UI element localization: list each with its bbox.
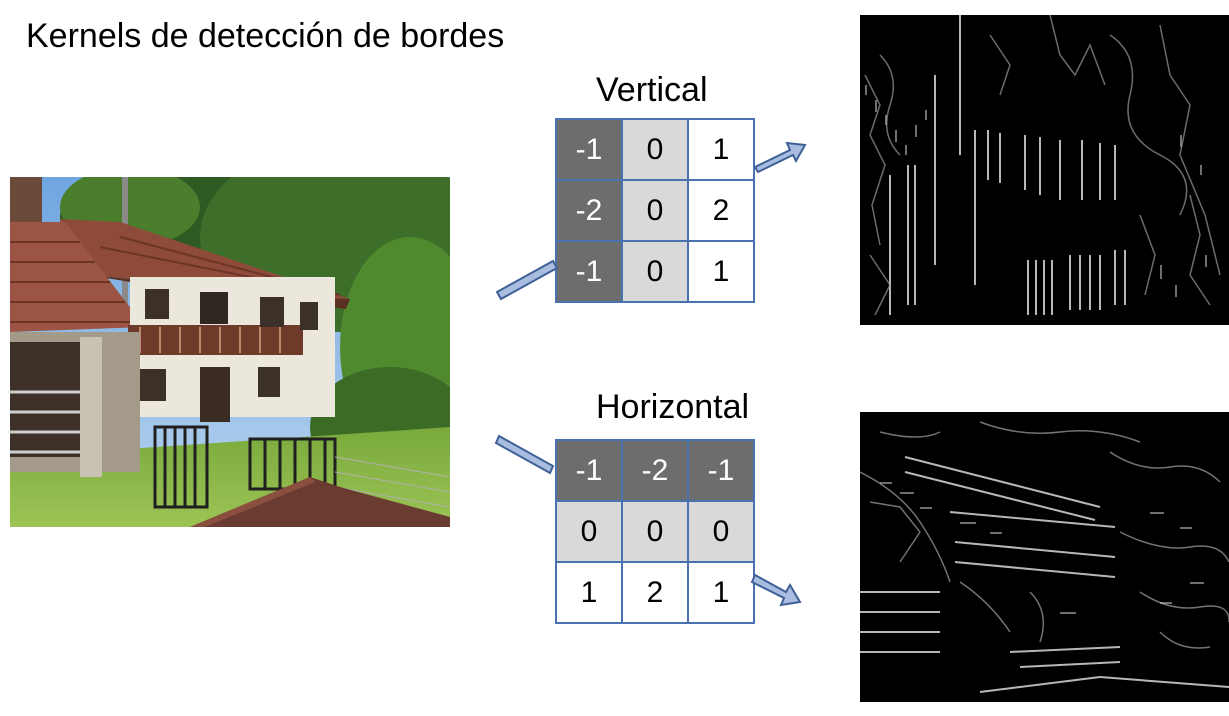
vertical-kernel-cell: -1 [557, 242, 623, 303]
horizontal-kernel-cell: -1 [557, 441, 623, 502]
horizontal-kernel-cell: 0 [557, 502, 623, 563]
vertical-kernel-cell: 1 [689, 242, 755, 303]
arrow-to-horizontal-kernel [494, 434, 555, 475]
arrow-to-horizontal-output [750, 573, 802, 607]
house-photo-image [10, 177, 450, 527]
vertical-kernel-cell: 2 [689, 181, 755, 242]
vertical-edge-output [860, 15, 1229, 325]
horizontal-kernel-label: Horizontal [596, 388, 750, 426]
vertical-kernel-cell: -2 [557, 181, 623, 242]
vertical-kernel-cell: 0 [623, 120, 689, 181]
horizontal-edge-map-image [860, 412, 1229, 702]
vertical-kernel-cell: 0 [623, 181, 689, 242]
horizontal-kernel-cell: 2 [623, 563, 689, 624]
horizontal-edge-output [860, 412, 1229, 702]
horizontal-kernel-cell: -2 [623, 441, 689, 502]
arrow-to-vertical-kernel [495, 259, 559, 301]
horizontal-kernel-cell: 1 [689, 563, 755, 624]
vertical-kernel-cell: -1 [557, 120, 623, 181]
vertical-kernel-matrix: -1 0 1 -2 0 2 -1 0 1 [555, 118, 755, 303]
vertical-kernel-cell: 0 [623, 242, 689, 303]
horizontal-kernel-cell: 0 [689, 502, 755, 563]
horizontal-kernel-cell: -1 [689, 441, 755, 502]
vertical-edge-map-image [860, 15, 1229, 325]
horizontal-kernel-cell: 1 [557, 563, 623, 624]
source-photo [10, 177, 450, 527]
page-title: Kernels de detección de bordes [26, 17, 505, 55]
vertical-kernel-cell: 1 [689, 120, 755, 181]
arrow-to-vertical-output [753, 141, 807, 174]
horizontal-kernel-matrix: -1 -2 -1 0 0 0 1 2 1 [555, 439, 755, 624]
horizontal-kernel-cell: 0 [623, 502, 689, 563]
vertical-kernel-label: Vertical [596, 71, 708, 109]
